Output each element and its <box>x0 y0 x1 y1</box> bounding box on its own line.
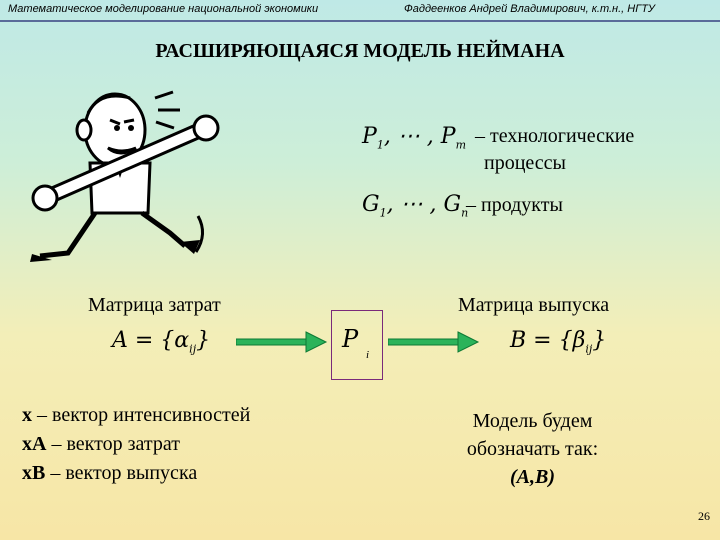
output-matrix-label: Матрица выпуска <box>458 294 610 316</box>
process-box: P i <box>331 310 383 380</box>
vector-costs: xA – вектор затрат <box>22 433 180 455</box>
processes-formula: P1, ⋯ , Pm <box>362 124 467 152</box>
processes-label-line2: процессы <box>484 152 566 174</box>
slide-title: РАСШИРЯЮЩАЯСЯ МОДЕЛЬ НЕЙМАНА <box>155 40 565 62</box>
model-notation: (A,B) <box>510 466 555 488</box>
cost-matrix-label: Матрица затрат <box>88 294 221 316</box>
header-divider <box>0 20 720 22</box>
arrow-costs-to-process <box>236 331 328 353</box>
output-matrix-formula: B = {βij} <box>510 328 607 356</box>
header-author: Фаддеенков Андрей Владимирович, к.т.н., … <box>404 3 655 15</box>
model-note-line1: Модель будем <box>472 410 593 432</box>
model-note-line2: обозначать так: <box>466 438 599 460</box>
process-symbol: P <box>342 325 359 353</box>
process-subscript: i <box>366 349 370 361</box>
page-number: 26 <box>698 509 710 523</box>
arrow-process-to-output <box>388 331 480 353</box>
cost-matrix-formula: A = {αij} <box>112 328 211 356</box>
header-course-title: Математическое моделирование национально… <box>8 3 319 15</box>
processes-label-line1: – технологические <box>475 125 635 147</box>
products-formula: G1, ⋯ , Gn <box>362 192 469 220</box>
products-label: – продукты <box>466 194 563 216</box>
vector-intensity: x – вектор интенсивностей <box>22 404 251 426</box>
vector-output: xB – вектор выпуска <box>22 462 198 484</box>
cartoon-man-illustration <box>30 90 220 262</box>
